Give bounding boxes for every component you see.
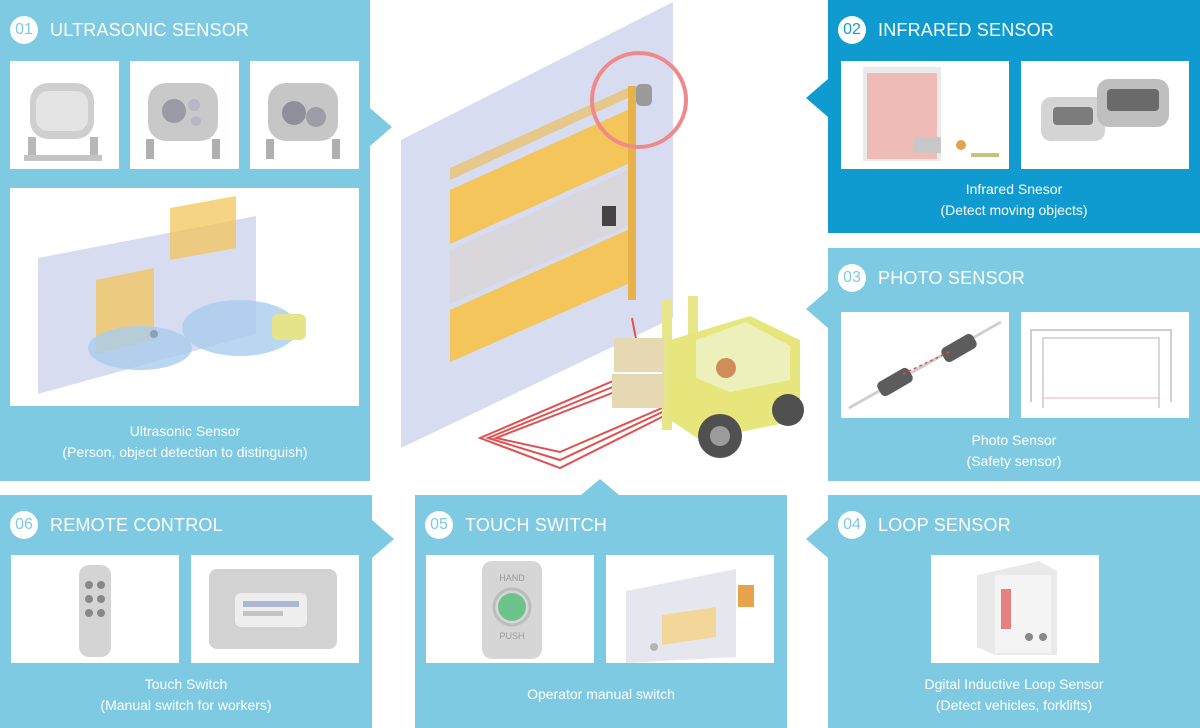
panel-title: ULTRASONIC SENSOR (50, 19, 250, 40)
remote-receiver-photo (191, 555, 359, 663)
panel-caption: Infrared Snesor (Detect moving objects) (828, 179, 1200, 221)
panel-number: 03 (838, 264, 866, 292)
door-panel-upper (450, 108, 632, 244)
caption-line-1: Infrared Snesor (965, 181, 1063, 197)
panel-caption: Ultrasonic Sensor (Person, object detect… (0, 421, 370, 463)
door-panel-lower (450, 228, 632, 362)
button-label-bottom: PUSH (499, 631, 524, 641)
panel-caption: Operator manual switch (415, 684, 787, 705)
panel-title: TOUCH SWITCH (465, 514, 608, 535)
panel-title: LOOP SENSOR (878, 514, 1011, 535)
caption-line-2: (Detect vehicles, forklifts) (935, 697, 1093, 713)
sensor-highlight-ring (590, 51, 688, 149)
caption-line-1: Photo Sensor (971, 432, 1057, 448)
panel-number: 04 (838, 511, 866, 539)
panel-infrared-sensor: 02 INFRARED SENSOR Infrared Snesor (Dete… (828, 0, 1200, 233)
arrow-infrared-to-door (806, 79, 828, 117)
arrow-ultrasonic-to-door (370, 108, 392, 146)
loop-sensor-photo (931, 555, 1099, 663)
infrared-door-illustration (841, 61, 1009, 169)
caption-line-2: (Detect moving objects) (940, 202, 1088, 218)
remote-control-photo (11, 555, 179, 663)
photo-sensor-photo (841, 312, 1009, 418)
arrow-remote-to-door (372, 520, 394, 558)
panel-title: REMOTE CONTROL (50, 514, 223, 535)
caption-line-1: Touch Switch (144, 676, 228, 692)
panel-header: 06 REMOTE CONTROL (10, 511, 223, 539)
door-panel-middle (450, 168, 632, 304)
arrow-photo-to-door (806, 290, 828, 328)
caption-line-1: Operator manual switch (527, 686, 675, 702)
forklift (612, 296, 804, 458)
panel-remote-control: 06 REMOTE CONTROL Touch Switch (Manual s… (0, 495, 372, 728)
panel-title: PHOTO SENSOR (878, 267, 1026, 288)
photo-sensor-beam-illustration (1021, 312, 1189, 418)
panel-header: 04 LOOP SENSOR (838, 511, 1011, 539)
panel-header: 02 INFRARED SENSOR (838, 16, 1054, 44)
panel-header: 01 ULTRASONIC SENSOR (10, 16, 249, 44)
caption-line-1: Ultrasonic Sensor (129, 423, 241, 439)
panel-header: 03 PHOTO SENSOR (838, 264, 1025, 292)
ultrasonic-detection-illustration (10, 188, 359, 406)
door-forklift-illustration (370, 0, 828, 495)
button-label-top: HAND (499, 573, 525, 583)
panel-photo-sensor: 03 PHOTO SENSOR Photo Sensor (Safety sen… (828, 248, 1200, 481)
touch-switch-photo: HAND PUSH (426, 555, 594, 663)
ultrasonic-sensor-photo-1 (10, 61, 119, 169)
caption-line-1: Dgital Inductive Loop Sensor (924, 676, 1104, 692)
panel-number: 01 (10, 16, 38, 44)
caption-line-2: (Person, object detection to distinguish… (62, 444, 308, 460)
panel-header: 05 TOUCH SWITCH (425, 511, 607, 539)
panel-caption: Dgital Inductive Loop Sensor (Detect veh… (828, 674, 1200, 716)
panel-caption: Photo Sensor (Safety sensor) (828, 430, 1200, 472)
panel-number: 05 (425, 511, 453, 539)
ultrasonic-sensor-photo-2 (130, 61, 239, 169)
panel-number: 06 (10, 511, 38, 539)
caption-line-2: (Safety sensor) (966, 453, 1062, 469)
arrow-loop-to-door (806, 520, 828, 558)
panel-title: INFRARED SENSOR (878, 19, 1055, 40)
touch-switch-illustration (606, 555, 774, 663)
panel-ultrasonic-sensor: 01 ULTRASONIC SENSOR Ultrasonic Sensor (… (0, 0, 370, 481)
arrow-touch-to-door (581, 479, 619, 495)
ultrasonic-sensor-photo-3 (250, 61, 359, 169)
panel-number: 02 (838, 16, 866, 44)
infrared-sensor-on-door (636, 84, 652, 106)
panel-caption: Touch Switch (Manual switch for workers) (0, 674, 372, 716)
panel-loop-sensor: 04 LOOP SENSOR Dgital Inductive Loop Sen… (828, 495, 1200, 728)
infrared-sensor-photo (1021, 61, 1189, 169)
caption-line-2: (Manual switch for workers) (100, 697, 272, 713)
panel-touch-switch: 05 TOUCH SWITCH HAND PUSH Operator manua… (415, 495, 787, 728)
